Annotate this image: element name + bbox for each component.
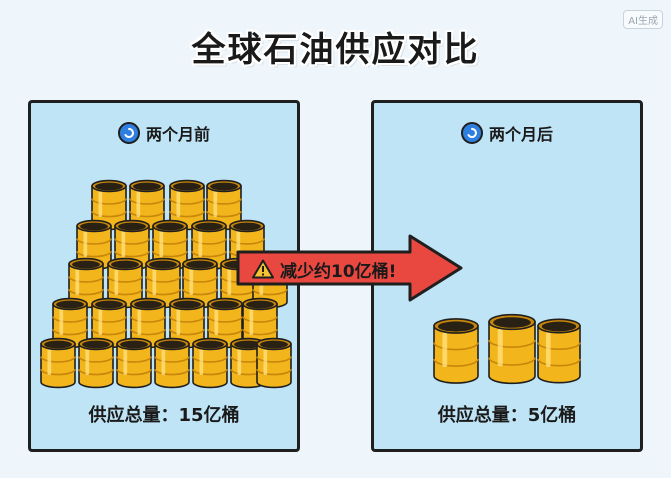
panel-after-title: 两个月后 <box>488 125 553 144</box>
panel-after: 两个月后 供应总量：5亿桶 <box>371 100 643 452</box>
oil-barrel-icon <box>52 297 88 349</box>
arrow-label-text: 减少约10亿桶! <box>280 261 397 282</box>
oil-barrel-icon <box>242 297 278 349</box>
oil-barrel-icon <box>433 318 479 384</box>
oil-barrel-icon <box>116 337 152 389</box>
oil-barrel-icon <box>192 337 228 389</box>
oil-barrel-icon <box>78 337 114 389</box>
oil-barrel-icon <box>91 297 127 349</box>
panel-after-total: 供应总量：5亿桶 <box>437 405 577 426</box>
oil-barrel-icon <box>488 313 536 385</box>
oil-barrel-icon <box>40 337 76 389</box>
oil-barrel-icon <box>68 257 104 309</box>
oil-barrel-icon <box>91 179 127 231</box>
oil-barrel-icon <box>154 337 190 389</box>
panel-before-title: 两个月前 <box>145 125 210 144</box>
oil-barrel-icon <box>169 297 205 349</box>
clock-icon <box>117 122 140 144</box>
oil-barrel-icon <box>182 257 218 309</box>
ai-watermark: AI生成 <box>623 10 663 29</box>
oil-barrel-icon <box>537 318 581 384</box>
oil-barrel-icon <box>129 179 165 231</box>
arrow-label: 减少约10亿桶! <box>252 255 396 283</box>
oil-barrel-icon <box>169 179 205 231</box>
panel-before-total: 供应总量：15亿桶 <box>88 405 240 426</box>
panel-after-header: 两个月后 <box>374 121 640 145</box>
warning-icon <box>252 259 274 279</box>
oil-barrel-icon <box>130 297 166 349</box>
arrow-shape <box>236 234 463 302</box>
panel-before-header: 两个月前 <box>31 121 297 145</box>
clock-icon <box>460 122 483 144</box>
page-title: 全球石油供应对比 <box>191 30 480 70</box>
oil-barrel-icon <box>256 337 292 389</box>
